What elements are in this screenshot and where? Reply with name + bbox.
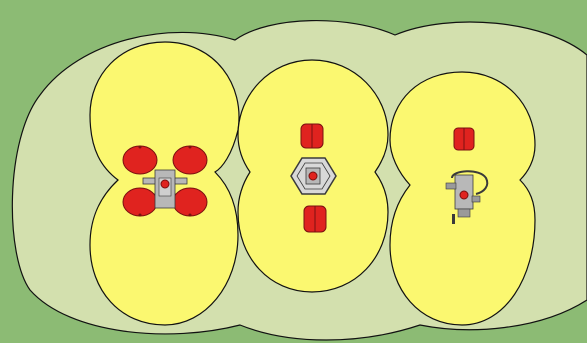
part-round-1 [122,145,158,175]
single-gripper-assembly [445,127,489,224]
part-round-3 [122,187,158,217]
part-round-4 [172,187,208,217]
tool-changer-hose [451,170,489,195]
triple-gripper-assembly [290,123,337,233]
part-round-2 [172,145,208,175]
quad-gripper-assembly [122,145,208,217]
tool-center-point [160,179,170,189]
tool-center-point [308,171,318,181]
tool-center-point [459,190,469,200]
